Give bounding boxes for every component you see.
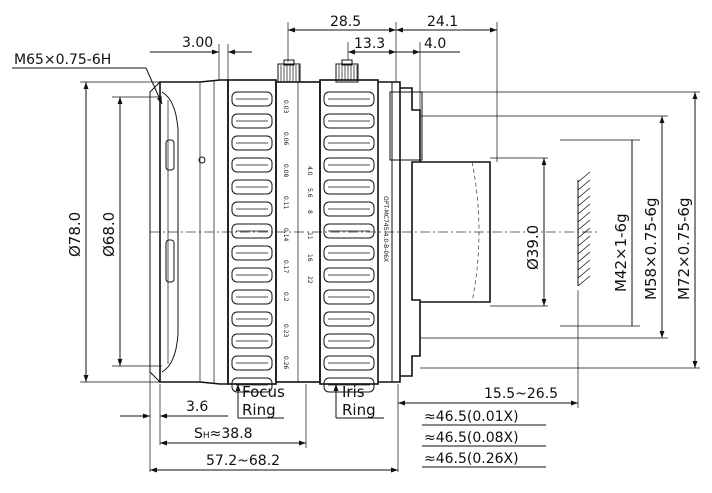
sensor-hatch-line (577, 243, 591, 255)
sensor-hatch-line (577, 187, 591, 199)
dia-78-label: Ø78.0 (66, 212, 84, 257)
iris-rib (323, 267, 375, 283)
sensor-hatch-line (577, 211, 591, 223)
iris-label-1: Iris (342, 383, 365, 401)
iris-rib (323, 179, 375, 195)
focus-rib (231, 223, 273, 239)
focus-rib (231, 157, 273, 173)
iris-scale-mark: 5.6 (306, 188, 313, 198)
sensor-hatch-line (577, 219, 591, 231)
dim-28-5: 28.5 (330, 14, 361, 30)
iris-scale-mark: 22 (306, 276, 313, 284)
focus-rib (231, 355, 273, 371)
iris-rib (323, 289, 375, 305)
dim-13-3: 13.3 (354, 36, 385, 52)
dim-sh: SH≈38.8 (194, 426, 253, 442)
thread-front-label: M65×0.75-6H (14, 52, 111, 68)
dim-3-6: 3.6 (186, 399, 208, 415)
thread-m42-label: M42×1-6g (612, 213, 630, 292)
right-diameters: Ø39.0 M42×1-6g M58×0.75-6g M72×0.75-6g (524, 92, 698, 368)
iris-lock-knob (335, 63, 359, 83)
focus-scale-mark: 0.08 (282, 164, 289, 178)
focus-scale-mark: 0.2 (282, 292, 289, 302)
dia-68-label: Ø68.0 (100, 212, 118, 257)
dim-length: 57.2~68.2 (206, 453, 280, 469)
ring-callouts: Focus Ring Iris Ring (235, 383, 384, 419)
iris-rib (323, 355, 375, 371)
focus-scale-mark: 0.06 (282, 132, 289, 146)
iris-scale-mark: 11 (306, 232, 313, 240)
iris-scale-mark: 4.0 (306, 166, 313, 176)
focus-rib (231, 135, 273, 151)
sensor-hatch-line (577, 251, 591, 263)
lens-body (149, 59, 700, 393)
focus-scale-mark: 0.03 (282, 100, 289, 114)
sensor-hatch-line (577, 195, 591, 207)
top-dimensions: 28.5 24.1 3.00 13.3 4.0 M65×0.75-6H (12, 14, 498, 162)
focus-label-1: Focus (242, 383, 285, 401)
bottom-dimensions: 3.6 SH≈38.8 57.2~68.2 15.5~26.5 ≈46.5(0.… (120, 290, 579, 473)
dim-range: 15.5~26.5 (484, 386, 558, 402)
focus-scale-mark: 0.26 (282, 356, 289, 370)
iris-label-2: Ring (342, 401, 376, 419)
sensor-hatch-line (577, 227, 591, 239)
focus-lock-knob (277, 63, 301, 83)
focus-rib (231, 113, 273, 129)
sensor-hatch-line (577, 171, 591, 183)
focus-label-2: Ring (242, 401, 276, 419)
iris-rib (323, 91, 375, 107)
focus-rib (231, 267, 273, 283)
focus-rib (231, 245, 273, 261)
iris-ring-outline (319, 79, 379, 385)
focus-rib (231, 179, 273, 195)
sensor-hatch-line (577, 259, 591, 271)
left-diameters: Ø78.0 Ø68.0 (66, 81, 162, 383)
wd-026x: ≈46.5(0.26X) (424, 451, 519, 467)
focus-rib (231, 91, 273, 107)
focus-rib (231, 289, 273, 305)
sensor-hatch-line (577, 267, 591, 279)
focus-rib (231, 201, 273, 217)
dim-24-1: 24.1 (427, 14, 458, 30)
brand-engraving: OPT-MC745-4.0-B-06X (382, 196, 389, 262)
thread-m58-label: M58×0.75-6g (642, 198, 660, 300)
sensor-hatch-line (577, 275, 591, 287)
iris-rib (323, 377, 375, 393)
focus-scale-mark: 0.14 (282, 228, 289, 242)
iris-scale-mark: 8 (306, 210, 313, 214)
focus-scale-mark: 0.17 (282, 260, 289, 274)
thread-m72-label: M72×0.75-6g (675, 198, 693, 300)
iris-rib (323, 135, 375, 151)
iris-rib (323, 201, 375, 217)
iris-rib (323, 333, 375, 349)
dim-4-0: 4.0 (424, 36, 446, 52)
focus-rib (231, 311, 273, 327)
rear-thread-hatch-top (389, 91, 423, 161)
iris-rib (323, 223, 375, 239)
focus-scale-mark: 0.11 (282, 196, 289, 210)
iris-rib (323, 311, 375, 327)
focus-scale-mark: 0.23 (282, 324, 289, 338)
iris-rib (323, 113, 375, 129)
wd-001x: ≈46.5(0.01X) (424, 409, 519, 425)
iris-rib (323, 245, 375, 261)
wd-008x: ≈46.5(0.08X) (424, 430, 519, 446)
sensor-hatch-line (577, 203, 591, 215)
focus-rib (231, 333, 273, 349)
dia-39-label: Ø39.0 (524, 225, 542, 270)
iris-rib (323, 157, 375, 173)
iris-scale-mark: 16 (306, 254, 313, 262)
focus-rib (231, 377, 273, 393)
dim-3-00: 3.00 (182, 35, 213, 51)
sensor-hatch-line (577, 179, 591, 191)
sensor-hatch-line (577, 235, 591, 247)
